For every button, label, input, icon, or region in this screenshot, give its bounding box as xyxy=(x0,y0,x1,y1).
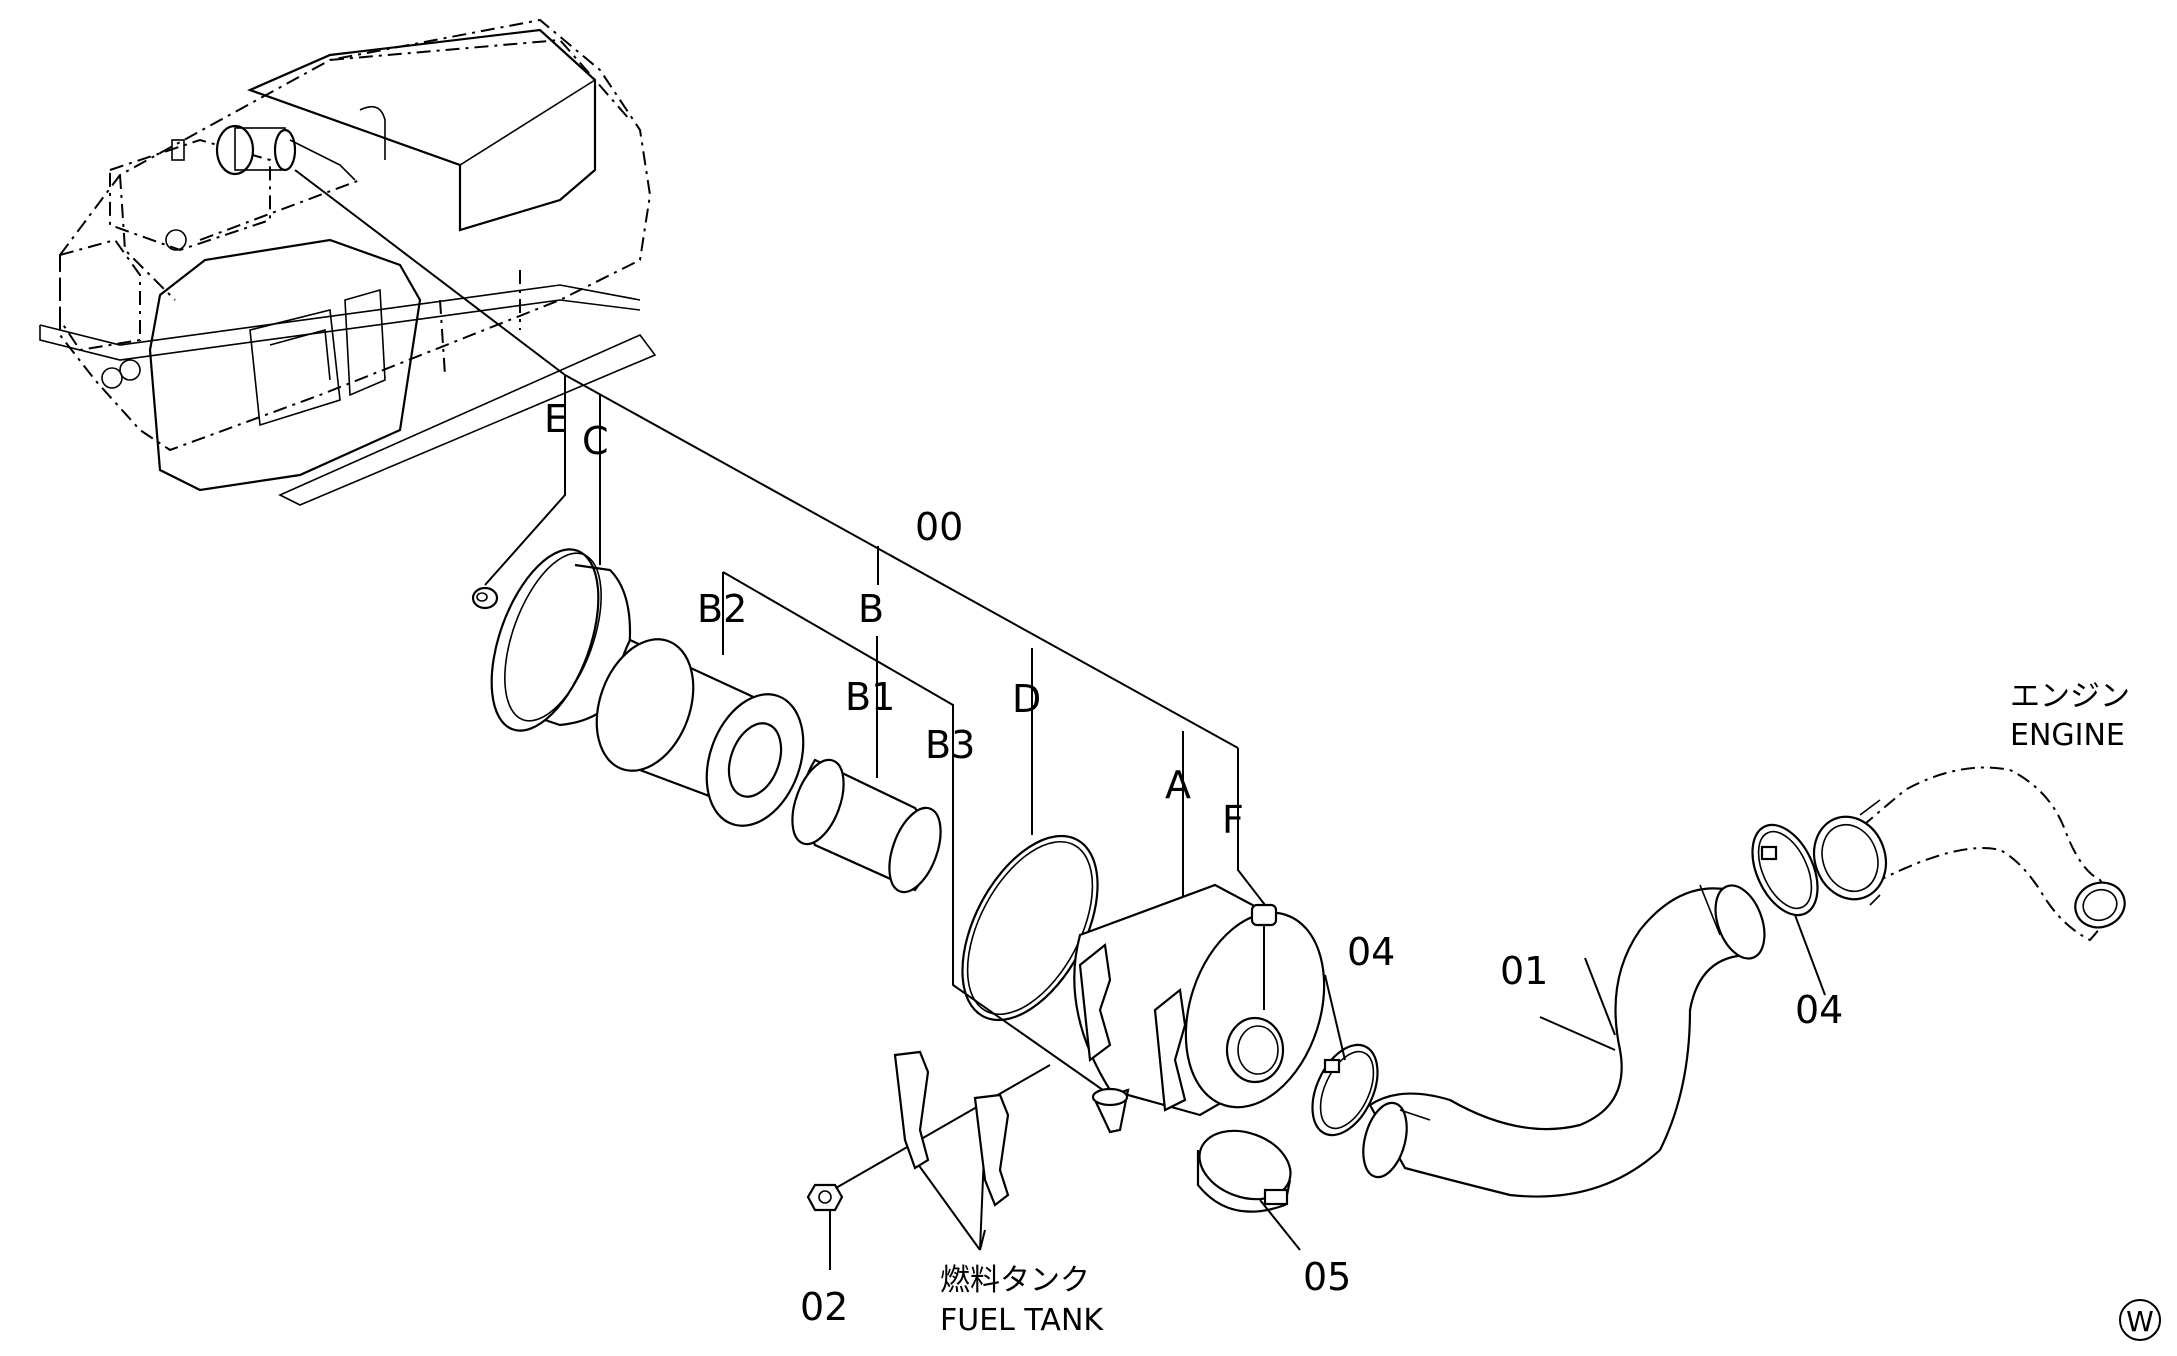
part-04-hose-band-right xyxy=(1751,823,1819,917)
part-b3-valve xyxy=(1091,1087,1130,1134)
excavator-overview-illustration xyxy=(39,18,657,506)
label-e: E xyxy=(544,397,568,441)
label-00: 00 xyxy=(915,505,963,549)
label-02: 02 xyxy=(800,1285,848,1329)
part-b1-inner-element xyxy=(791,758,942,894)
label-c: C xyxy=(582,419,609,463)
part-05-clamp xyxy=(1196,1129,1292,1213)
fuel-tank-note-en: FUEL TANK xyxy=(940,1303,1104,1338)
label-b3: B3 xyxy=(925,723,975,767)
part-e-plug xyxy=(471,586,499,610)
part-a-air-cleaner-body xyxy=(1073,883,1326,1117)
engine-note-en: ENGINE xyxy=(2010,718,2125,753)
label-b2: B2 xyxy=(697,587,747,631)
label-d: D xyxy=(1012,677,1041,721)
label-a: A xyxy=(1165,763,1191,807)
label-f: F xyxy=(1222,798,1244,842)
label-04-right: 04 xyxy=(1795,988,1843,1032)
part-b2-outer-element xyxy=(595,638,805,827)
leader-lines xyxy=(484,374,1826,1270)
label-04-left: 04 xyxy=(1347,930,1395,974)
corner-w-mark: W xyxy=(2119,1299,2161,1341)
engine-note-jp: エンジン xyxy=(2010,679,2130,714)
part-01-hose xyxy=(1362,884,1766,1198)
part-f-indicator xyxy=(1250,903,1278,1010)
callout-notes: エンジン ENGINE 燃料タンク FUEL TANK xyxy=(940,679,2130,1338)
corner-mark-letter: W xyxy=(2126,1305,2154,1338)
label-01: 01 xyxy=(1500,949,1548,993)
fuel-tank-note-jp: 燃料タンク xyxy=(940,1263,1090,1298)
part-02-bolt xyxy=(806,1183,844,1212)
label-05: 05 xyxy=(1303,1255,1351,1299)
label-b1: B1 xyxy=(845,675,895,719)
part-labels: E C 00 B B2 B1 B3 D A F 01 02 04 04 05 xyxy=(544,397,1843,1329)
engine-intake-pipe xyxy=(1813,766,2126,942)
fuel-tank-brackets xyxy=(893,1050,1010,1207)
label-b: B xyxy=(858,587,884,631)
part-04-hose-band-left xyxy=(1311,1043,1379,1137)
